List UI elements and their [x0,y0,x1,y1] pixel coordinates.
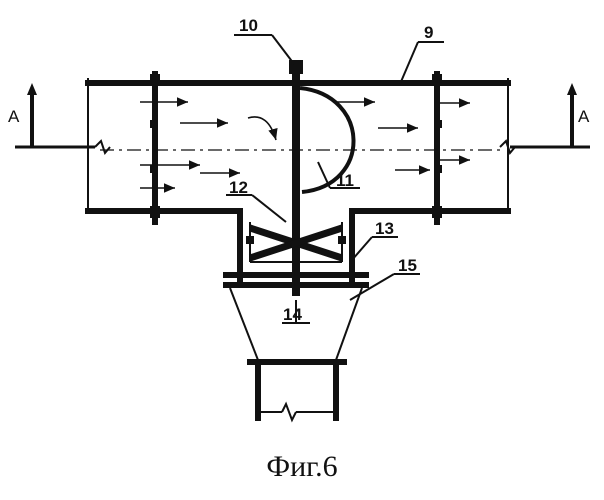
label-14: 14 [283,305,302,324]
outlet-pipe [258,362,336,420]
transition-cone [230,288,362,362]
label-12: 12 [229,178,248,197]
section-mark-left: A [8,83,37,147]
label-10: 10 [239,16,258,35]
label-13: 13 [375,219,394,238]
center-axis [15,141,590,153]
section-mark-right: A [567,83,590,147]
label-11: 11 [336,171,354,190]
flow-arrows [140,102,470,188]
label-9: 9 [424,23,433,42]
figure-caption: Фиг.6 [0,450,604,484]
section-label-left: A [8,107,20,126]
label-15: 15 [398,256,417,275]
shaft [289,60,303,296]
section-label-right: A [578,107,590,126]
